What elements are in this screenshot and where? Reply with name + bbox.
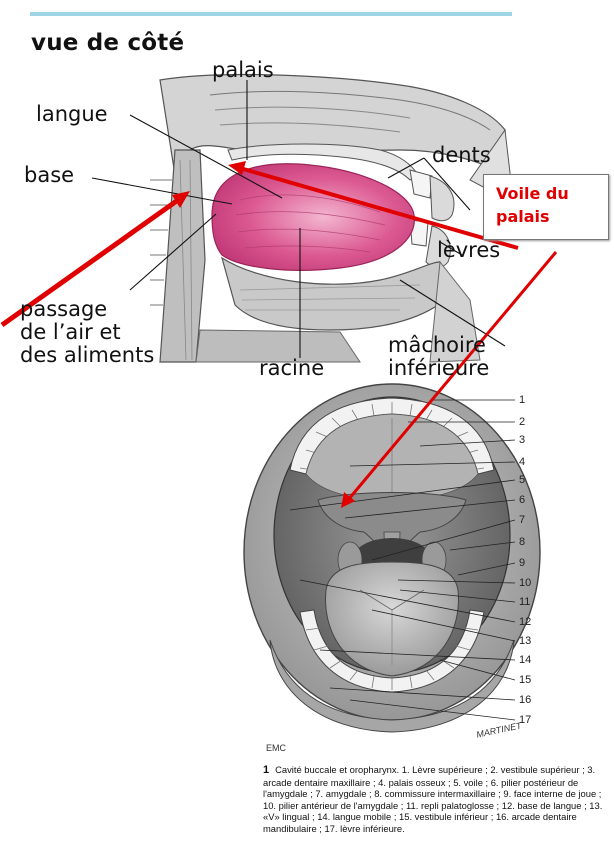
number-6: 6 bbox=[519, 494, 526, 506]
voile-du-palais-callout bbox=[483, 174, 609, 240]
label-machoire-1: mâchoire bbox=[388, 333, 486, 357]
label-passage-3: des aliments bbox=[20, 343, 155, 367]
number-4: 4 bbox=[519, 456, 526, 468]
caption-text: Cavité buccale et oropharynx. 1. Lèvre s… bbox=[263, 764, 603, 834]
label-langue: langue bbox=[36, 102, 108, 126]
label-machoire-2: inférieure bbox=[388, 356, 490, 380]
number-8: 8 bbox=[519, 536, 526, 548]
number-7: 7 bbox=[519, 514, 526, 526]
number-2: 2 bbox=[519, 416, 526, 428]
figure-title: vue de côté bbox=[31, 30, 185, 56]
label-palais: palais bbox=[212, 58, 274, 82]
emc-mark: EMC bbox=[266, 743, 286, 753]
label-dents: dents bbox=[432, 143, 491, 167]
number-14: 14 bbox=[519, 654, 532, 666]
voile-line-2: palais bbox=[496, 207, 550, 226]
front-view-leaders bbox=[289, 399, 516, 721]
number-16: 16 bbox=[519, 694, 532, 706]
number-9: 9 bbox=[519, 557, 526, 569]
number-17: 17 bbox=[519, 714, 532, 726]
number-11: 11 bbox=[519, 596, 531, 608]
number-1: 1 bbox=[519, 394, 526, 406]
red-arrows bbox=[0, 161, 558, 508]
number-12: 12 bbox=[519, 616, 532, 628]
number-5: 5 bbox=[519, 474, 526, 486]
label-base: base bbox=[24, 163, 75, 187]
front-view-drawing bbox=[243, 374, 606, 758]
label-racine: racine bbox=[259, 356, 325, 380]
voile-du-palais-text: Voile du palais bbox=[496, 182, 604, 228]
caption-number: 1 bbox=[263, 764, 270, 776]
header-rule bbox=[30, 12, 512, 16]
side-view-drawing bbox=[150, 62, 513, 363]
label-levres: lèvres bbox=[437, 238, 501, 262]
label-passage-2: de l’air et bbox=[20, 320, 121, 344]
number-10: 10 bbox=[519, 577, 532, 589]
number-15: 15 bbox=[519, 674, 532, 686]
number-3: 3 bbox=[519, 434, 526, 446]
number-13: 13 bbox=[519, 635, 532, 647]
voile-line-1: Voile du bbox=[496, 184, 569, 203]
label-passage-1: passage bbox=[20, 297, 108, 321]
